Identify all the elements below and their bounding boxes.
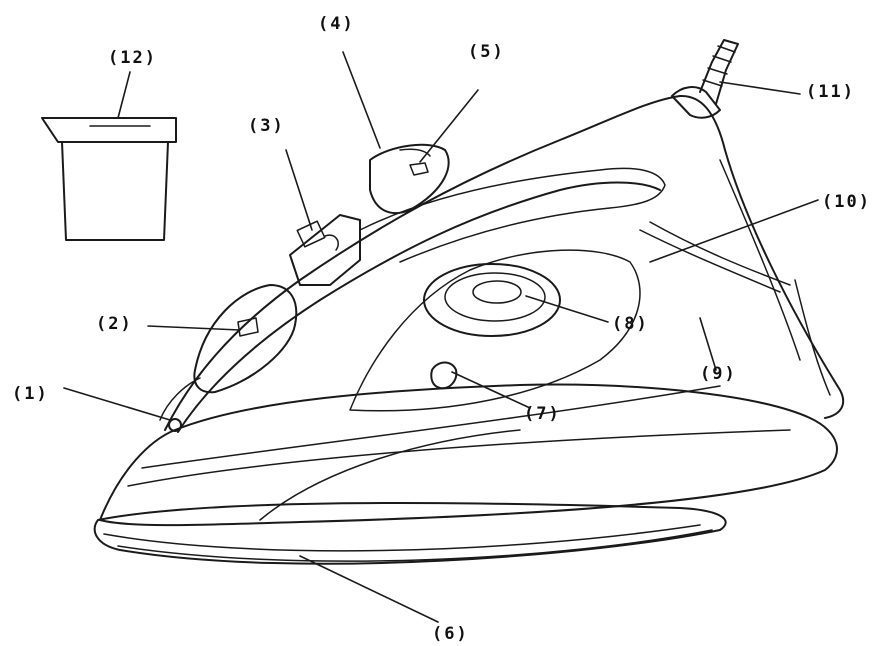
callout-label-3: (3) [248, 116, 285, 136]
callout-label-5: (5) [468, 42, 505, 62]
callout-label-2: (2) [96, 314, 133, 334]
callout-label-7: (7) [524, 404, 561, 424]
iron-body-drawing [99, 39, 845, 527]
callout-label-8: (8) [612, 314, 649, 334]
soleplate-drawing [93, 502, 727, 565]
leader-lines [63, 51, 819, 623]
callout-label-4: (4) [318, 14, 355, 34]
callout-label-6: (6) [432, 624, 469, 644]
callout-label-9: (9) [700, 364, 737, 384]
callout-label-10: (10) [822, 192, 871, 212]
measuring-cup-drawing [41, 117, 177, 241]
callout-label-12: (12) [108, 48, 157, 68]
callout-label-11: (11) [806, 82, 855, 102]
callout-label-1: (1) [12, 384, 49, 404]
